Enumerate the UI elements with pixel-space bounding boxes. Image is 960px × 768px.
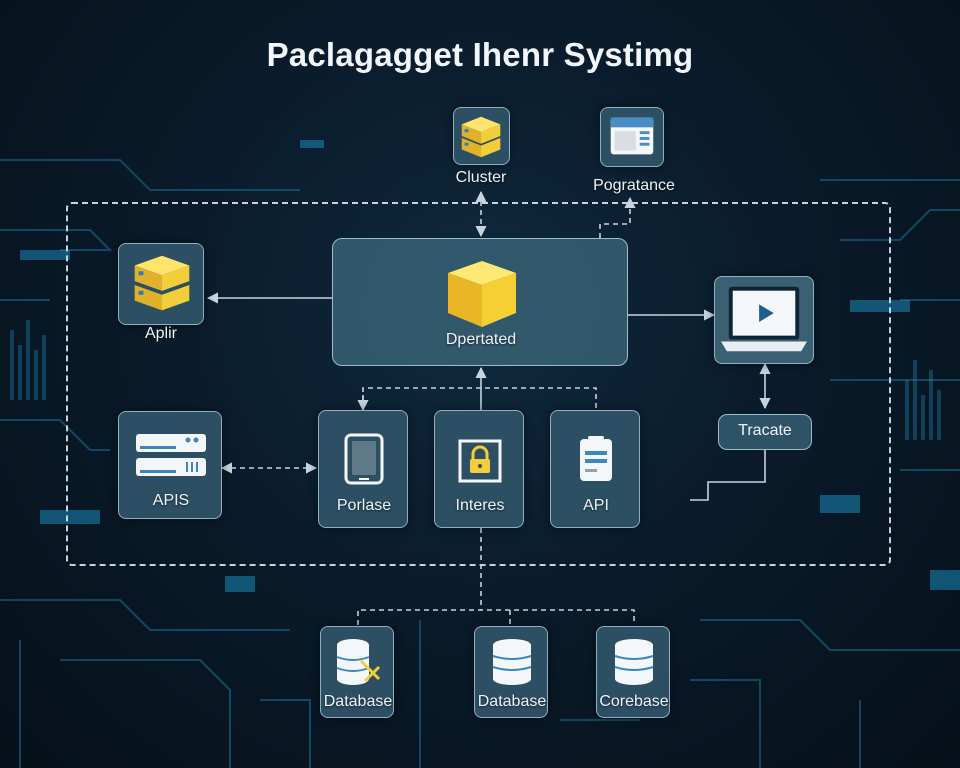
apis-node[interactable]: APIS	[118, 411, 222, 519]
server-drive-icon	[610, 117, 654, 155]
database-icon	[336, 639, 381, 685]
cluster-node[interactable]	[453, 107, 510, 165]
stacked-cubes-icon	[461, 116, 501, 158]
cube-icon	[448, 261, 516, 327]
laptop-play-icon	[721, 286, 807, 352]
aplir-node[interactable]	[118, 243, 204, 325]
database-icon	[492, 639, 532, 685]
porlase-label: Porlase	[336, 497, 392, 514]
pogratance-node[interactable]	[600, 107, 664, 167]
interes-node[interactable]: Interes	[434, 410, 524, 528]
database-icon	[614, 639, 654, 685]
database-label-1: Database	[323, 693, 393, 710]
tracate-node[interactable]: Tracate	[718, 414, 812, 450]
api-label: API	[583, 497, 609, 514]
corebase-label: Corebase	[599, 693, 669, 710]
document-icon	[580, 436, 612, 481]
pogratance-label: Pogratance	[593, 177, 675, 194]
cluster-label: Cluster	[455, 169, 507, 186]
porlase-node[interactable]: Porlase	[318, 410, 408, 528]
lock-icon	[458, 439, 502, 483]
database-node-1[interactable]: Database	[320, 626, 394, 718]
corebase-node[interactable]: Corebase	[596, 626, 670, 718]
apis-label: APIS	[152, 492, 190, 509]
tablet-icon	[344, 433, 384, 485]
dpertated-label: Dpertated	[445, 331, 517, 348]
server-rack-icon	[136, 434, 206, 476]
dpertated-panel[interactable]: Dpertated	[332, 238, 628, 366]
database-node-2[interactable]: Database	[474, 626, 548, 718]
aplir-label: Aplir	[144, 325, 177, 342]
interes-label: Interes	[455, 497, 505, 514]
api-node[interactable]: API	[550, 410, 640, 528]
stacked-cubes-icon	[134, 255, 190, 311]
laptop-node[interactable]	[714, 276, 814, 364]
diagram-title: Paclagagget Ihenr Systimg	[266, 36, 694, 74]
database-label-2: Database	[477, 693, 547, 710]
